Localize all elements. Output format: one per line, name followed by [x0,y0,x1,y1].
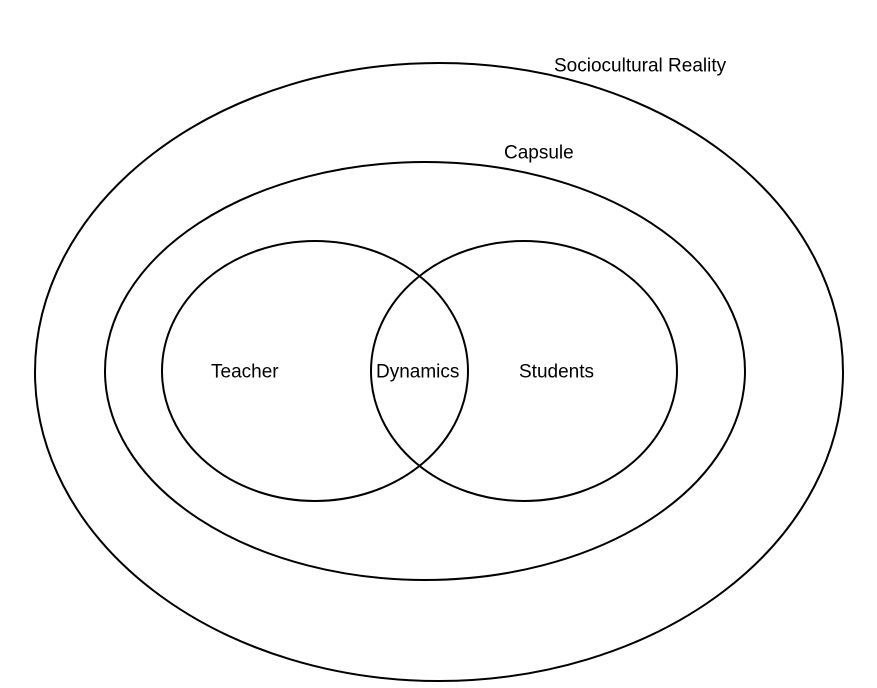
capsule-ellipse [104,161,746,581]
students-ellipse [370,240,678,502]
teacher-label: Teacher [211,362,279,383]
teacher-ellipse [161,240,469,502]
capsule-label: Capsule [504,143,574,164]
dynamics-label: Dynamics [376,362,459,383]
sociocultural-reality-ellipse [34,62,844,682]
sociocultural-reality-label: Sociocultural Reality [554,56,727,77]
students-label: Students [519,362,594,383]
